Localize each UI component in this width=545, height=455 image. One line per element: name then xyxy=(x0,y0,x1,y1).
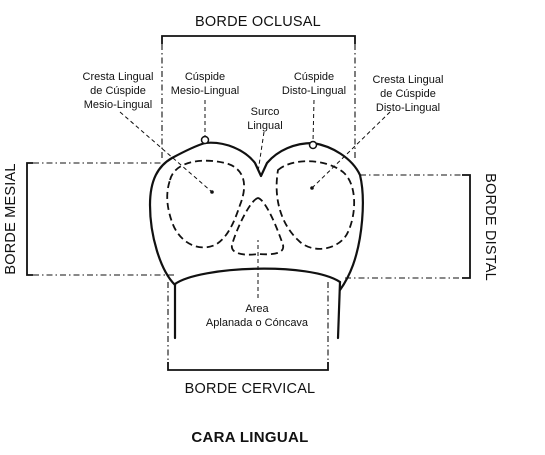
leader-ridge-disto xyxy=(311,111,391,189)
label-cusp-disto-lingual: Cúspide Disto-Lingual xyxy=(282,71,346,97)
leader-groove xyxy=(257,131,265,173)
mesio-lingual-cusp-tip xyxy=(200,135,210,145)
cervical-bracket xyxy=(167,362,329,371)
svg-text:Mesio-Lingual: Mesio-Lingual xyxy=(84,99,152,111)
leader-ridge-mesio-dot xyxy=(210,190,214,194)
svg-text:Disto-Lingual: Disto-Lingual xyxy=(282,85,346,97)
label-flat-concave-area: Area Aplanada o Cóncava xyxy=(206,303,309,329)
svg-text:de Cúspide: de Cúspide xyxy=(380,88,436,100)
occlusal-bracket xyxy=(161,35,356,44)
label-ridge-mesio-lingual: Cresta Lingual de Cúspide Mesio-Lingual xyxy=(83,71,154,111)
svg-text:Disto-Lingual: Disto-Lingual xyxy=(376,102,440,114)
cervical-border-label: BORDE CERVICAL xyxy=(185,381,316,397)
leader-ridge-mesio xyxy=(119,111,213,193)
svg-text:Surco: Surco xyxy=(251,106,280,118)
label-ridge-disto-lingual: Cresta Lingual de Cúspide Disto-Lingual xyxy=(373,74,444,114)
disto-lingual-cusp-contour xyxy=(275,160,356,250)
svg-text:Cresta Lingual: Cresta Lingual xyxy=(83,71,154,83)
svg-text:Cúspide: Cúspide xyxy=(294,71,334,83)
distal-border-label: BORDE DISTAL xyxy=(482,173,498,281)
svg-text:Lingual: Lingual xyxy=(247,120,282,132)
svg-text:Cúspide: Cúspide xyxy=(185,71,225,83)
svg-text:Area: Area xyxy=(245,303,269,315)
root-stub-distal xyxy=(336,280,342,340)
svg-text:Aplanada o Cóncava: Aplanada o Cóncava xyxy=(206,317,309,329)
leader-ridge-disto-dot xyxy=(310,186,314,190)
central-concave-contour xyxy=(231,197,284,256)
occlusal-border-label: BORDE OCLUSAL xyxy=(195,14,321,30)
mesial-border-label: BORDE MESIAL xyxy=(3,163,19,274)
disto-lingual-cusp-tip xyxy=(308,140,318,150)
svg-text:de Cúspide: de Cúspide xyxy=(90,85,146,97)
mesial-bracket xyxy=(26,162,33,276)
mesio-lingual-cusp-contour xyxy=(166,159,245,249)
leader-cusp-disto xyxy=(312,99,315,143)
label-cusp-mesio-lingual: Cúspide Mesio-Lingual xyxy=(171,71,239,97)
diagram-caption: CARA LINGUAL xyxy=(191,429,308,446)
svg-text:Mesio-Lingual: Mesio-Lingual xyxy=(171,85,239,97)
crown-outline xyxy=(148,141,364,292)
svg-text:Cresta Lingual: Cresta Lingual xyxy=(373,74,444,86)
distal-bracket xyxy=(462,174,471,279)
label-lingual-groove: Surco Lingual xyxy=(247,106,282,132)
cervical-line xyxy=(173,267,342,286)
